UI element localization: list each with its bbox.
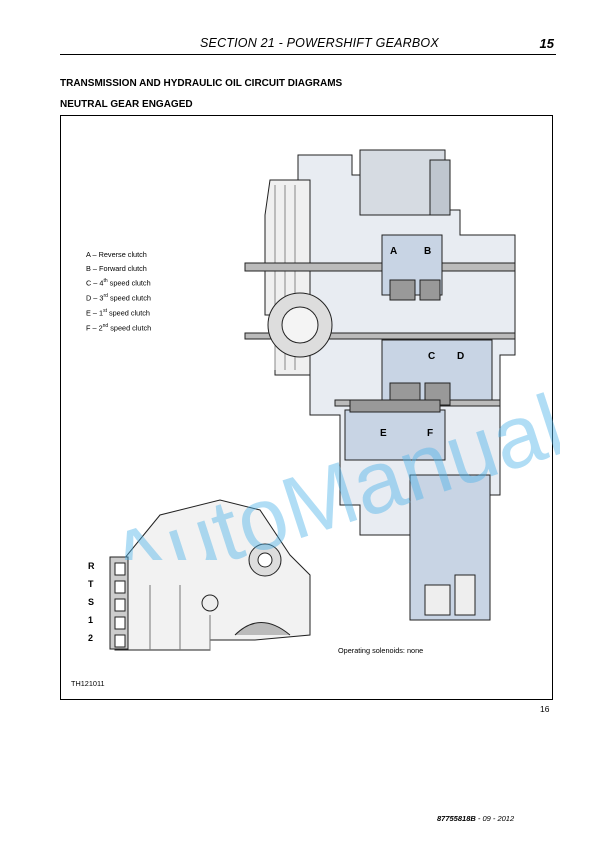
- legend-item: B – Forward clutch: [86, 263, 147, 273]
- legend-item: D – 3rd speed clutch: [86, 293, 151, 303]
- legend-item: E – 1st speed clutch: [86, 308, 150, 318]
- page-header: SECTION 21 - POWERSHIFT GEARBOX 15: [60, 36, 556, 54]
- solenoid-label-R: R: [88, 561, 95, 571]
- solenoid-label-2: 2: [88, 633, 93, 643]
- solenoid-caption: Operating solenoids: none: [338, 646, 424, 655]
- solenoid-label-S: S: [88, 597, 94, 607]
- figure-reference: TH121011: [71, 679, 105, 688]
- figure-frame: [60, 115, 553, 700]
- legend-item: F – 2nd speed clutch: [86, 323, 152, 333]
- label-F: F: [427, 428, 433, 439]
- solenoid-label-1: 1: [88, 615, 93, 625]
- transmission-cutaway-drawing: A B C D E F R T S 1 2: [88, 149, 516, 651]
- figure-number: 16: [540, 704, 550, 714]
- clutch-legend: A – Reverse clutch B – Forward clutch C …: [86, 248, 151, 335]
- label-E: E: [380, 428, 387, 439]
- sub-heading: NEUTRAL GEAR ENGAGED: [60, 99, 193, 110]
- solenoid-label-T: T: [88, 579, 94, 589]
- label-C: C: [428, 351, 435, 362]
- section-title: SECTION 21 - POWERSHIFT GEARBOX: [200, 36, 439, 50]
- page-number: 15: [539, 36, 554, 51]
- label-A: A: [390, 246, 397, 257]
- page-footer: 87755818B - 09 - 2012: [437, 814, 515, 823]
- legend-item: A – Reverse clutch: [86, 250, 147, 259]
- legend-item: C – 4th speed clutch: [86, 278, 151, 288]
- header-rule: [60, 54, 556, 55]
- label-B: B: [424, 246, 431, 257]
- label-D: D: [457, 351, 464, 362]
- main-heading: TRANSMISSION AND HYDRAULIC OIL CIRCUIT D…: [60, 78, 343, 89]
